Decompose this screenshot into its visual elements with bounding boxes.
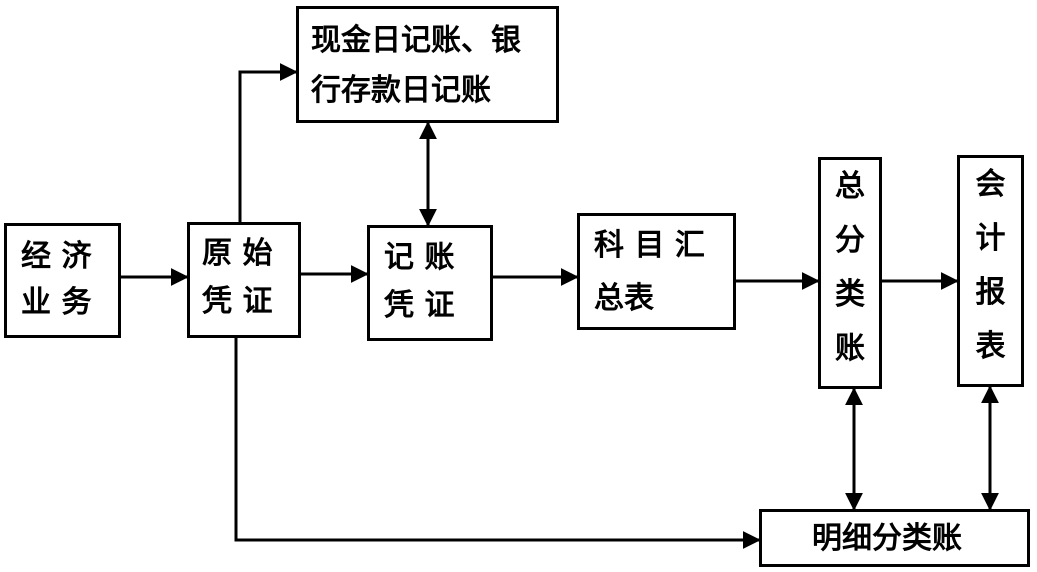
- node-econ-business-line2: 业 务: [21, 285, 92, 320]
- node-general-ledger-char-1: 总: [835, 169, 865, 204]
- node-bookkeeping-voucher: 记 账 凭 证: [367, 225, 493, 341]
- node-cash-bank-journal: 现金日记账、银 行存款日记账: [296, 6, 559, 123]
- arrow-original-to-subsidiary: [234, 338, 761, 549]
- node-accounting-report-char-4: 表: [975, 329, 1006, 364]
- node-account-summary-line2: 总表: [594, 281, 654, 316]
- node-general-ledger-char-3: 类: [835, 277, 865, 312]
- node-cash-bank-journal-line2: 行存款日记账: [311, 73, 491, 108]
- node-accounting-report-char-2: 计: [975, 221, 1006, 256]
- node-cash-bank-journal-line1: 现金日记账、银: [311, 23, 521, 58]
- node-bookkeeping-voucher-line2: 凭 证: [384, 288, 455, 323]
- node-original-voucher-line2: 凭 证: [202, 284, 273, 319]
- node-subsidiary-ledger-label: 明细分类账: [812, 521, 962, 556]
- node-general-ledger-char-4: 账: [835, 331, 865, 366]
- node-accounting-report-char-3: 报: [975, 275, 1006, 310]
- node-account-summary: 科 目 汇 总表: [577, 213, 736, 330]
- node-econ-business-line1: 经 济: [21, 239, 92, 274]
- node-bookkeeping-voucher-line1: 记 账: [384, 240, 455, 275]
- node-accounting-report-char-1: 会: [975, 167, 1006, 202]
- node-subsidiary-ledger: 明细分类账: [759, 509, 1030, 567]
- node-general-ledger: 总 分 类 账: [818, 157, 882, 389]
- node-original-voucher-line1: 原 始: [202, 236, 273, 271]
- arrow-original-to-journal: [238, 63, 298, 222]
- node-general-ledger-char-2: 分: [835, 223, 865, 258]
- node-original-voucher: 原 始 凭 证: [187, 222, 301, 338]
- node-econ-business: 经 济 业 务: [4, 223, 121, 338]
- node-account-summary-line1: 科 目 汇: [594, 228, 705, 263]
- node-accounting-report: 会 计 报 表: [957, 155, 1024, 387]
